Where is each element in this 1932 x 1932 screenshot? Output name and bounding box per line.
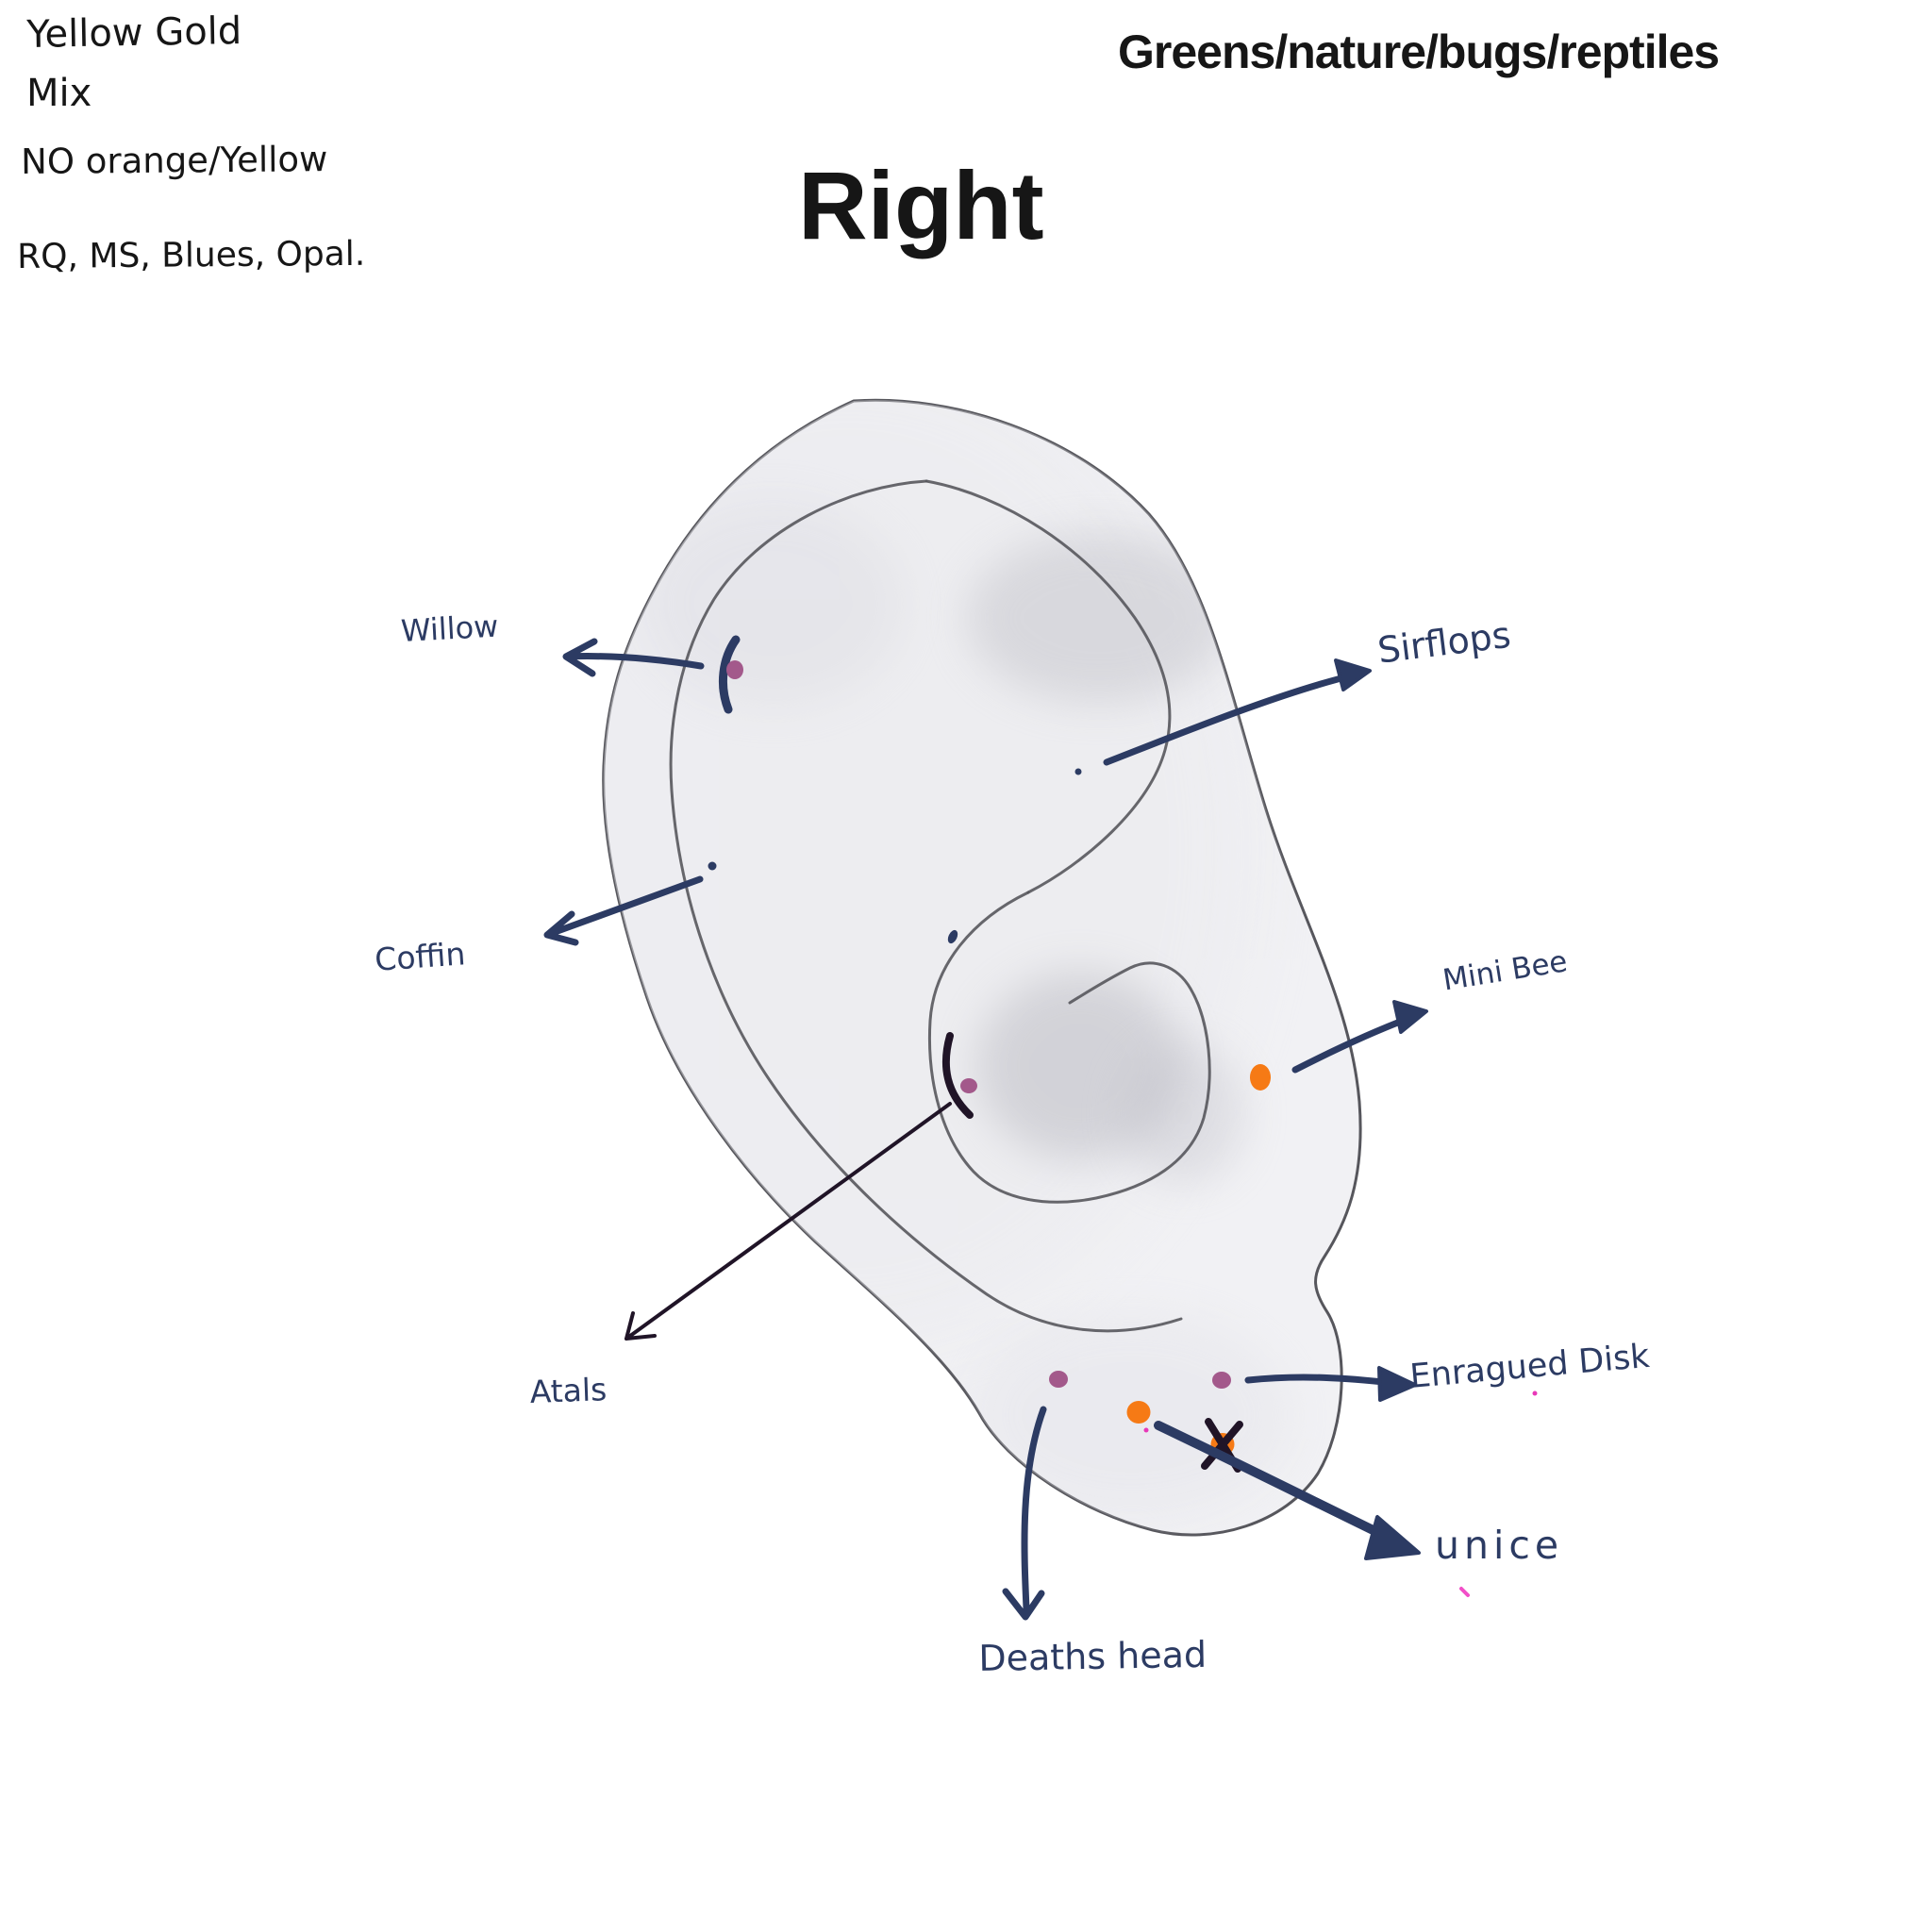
atals-arrow	[625, 1102, 952, 1341]
ear-shading-upper-fold	[967, 533, 1231, 703]
rook-piercing-dot	[947, 929, 958, 944]
sirflops-arrowhead	[1334, 658, 1372, 691]
ear-shading	[603, 400, 1292, 1519]
willow-arrow	[562, 638, 705, 677]
sirflops-arrow	[1103, 671, 1360, 766]
mini-bee-arrow	[1291, 1015, 1411, 1074]
unice-arrow	[1154, 1421, 1399, 1545]
atals-piercing-dot	[960, 1078, 977, 1093]
mini-bee-arrowhead	[1392, 1000, 1428, 1034]
ear-shading-antitragus	[1123, 1042, 1245, 1184]
ear-inner-helix-line	[669, 479, 1183, 1333]
willow-label: Willow	[400, 608, 500, 649]
atals-piercing-mark	[941, 1032, 974, 1119]
tiny-magenta-dot	[1143, 1427, 1149, 1433]
ear-concha-tragus-line	[927, 891, 1211, 1204]
enragued-disk-arrowhead	[1377, 1366, 1417, 1402]
deaths-head-piercing-dot	[1049, 1371, 1068, 1388]
mini-bee-piercing-dot	[1250, 1064, 1271, 1091]
willow-piercing-dot	[726, 660, 743, 679]
atals-label: Atals	[529, 1371, 608, 1410]
sirflops-piercing-dot	[1074, 768, 1082, 775]
coffin-arrow	[543, 875, 704, 946]
enragued-disk-arrow	[1244, 1374, 1396, 1387]
unice-arrowhead	[1364, 1515, 1421, 1560]
deaths-head-arrow	[1002, 1406, 1047, 1621]
deaths-head-label: Deaths head	[978, 1633, 1208, 1679]
page-title: Right	[798, 152, 1044, 259]
enragued-disk-piercing-dot	[1212, 1372, 1231, 1389]
unice-piercing-dot	[1126, 1401, 1151, 1424]
note-metal-line2: Mix	[26, 72, 92, 115]
ear-shading-base	[603, 400, 1255, 1349]
theme-heading: Greens/nature/bugs/reptiles	[1118, 25, 1720, 78]
willow-piercing-mark	[719, 635, 741, 714]
unice-label: unice	[1435, 1523, 1564, 1568]
tiny-magenta-dot-2	[1532, 1391, 1538, 1396]
coffin-piercing-dot	[708, 861, 717, 871]
ear-shading-helix	[641, 500, 906, 708]
tiny-pink-mark	[1459, 1587, 1470, 1597]
coffin-label: Coffin	[374, 935, 467, 978]
ear-crus-line	[924, 479, 1172, 894]
